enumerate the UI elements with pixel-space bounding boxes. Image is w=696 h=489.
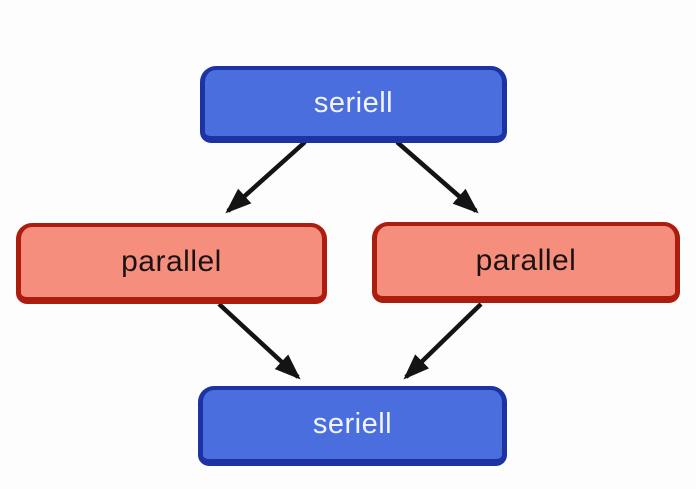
node-parallel-left-label: parallel [121,245,222,278]
node-serial-bottom: seriell [198,386,507,466]
node-serial-bottom-label: seriell [312,408,393,440]
node-parallel-right-label: parallel [475,244,577,277]
node-parallel-right: parallel [372,222,680,303]
node-serial-top: seriell [200,66,507,143]
node-parallel-left: parallel [16,223,327,304]
edge-serial-top-to-parallel-left [225,140,307,214]
edge-parallel-left-to-serial-bottom [217,302,301,380]
edge-parallel-right-to-serial-bottom [403,302,483,380]
edge-serial-top-to-parallel-right [395,140,479,214]
node-serial-top-label: seriell [313,86,394,119]
